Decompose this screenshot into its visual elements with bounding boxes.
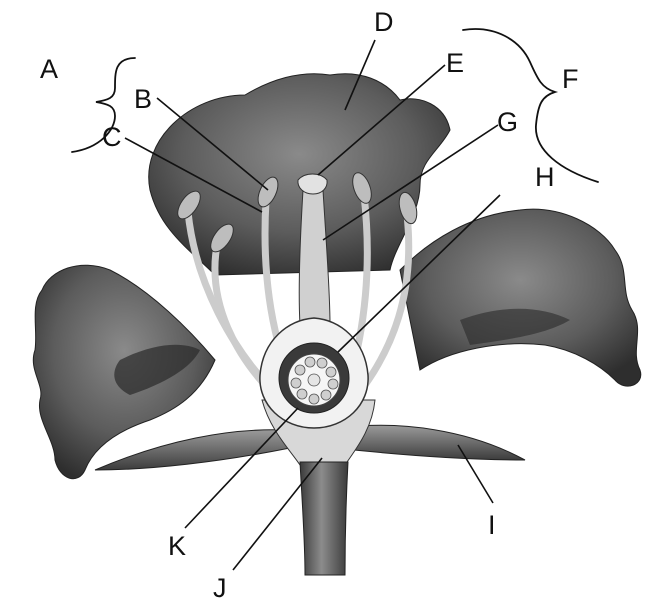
label-d: D [374, 7, 394, 37]
stem [300, 462, 348, 575]
label-h: H [535, 162, 555, 192]
label-g: G [497, 107, 518, 137]
label-k: K [168, 531, 186, 561]
label-c: C [102, 122, 122, 152]
label-a: A [40, 54, 58, 84]
label-b: B [134, 84, 152, 114]
label-e: E [446, 48, 464, 78]
label-j: J [213, 573, 227, 603]
left-sepal [95, 430, 290, 470]
label-i: I [488, 510, 496, 540]
stigma [298, 174, 327, 194]
right-petal [400, 209, 641, 386]
brace-f [463, 29, 598, 182]
label-f: F [562, 64, 579, 94]
